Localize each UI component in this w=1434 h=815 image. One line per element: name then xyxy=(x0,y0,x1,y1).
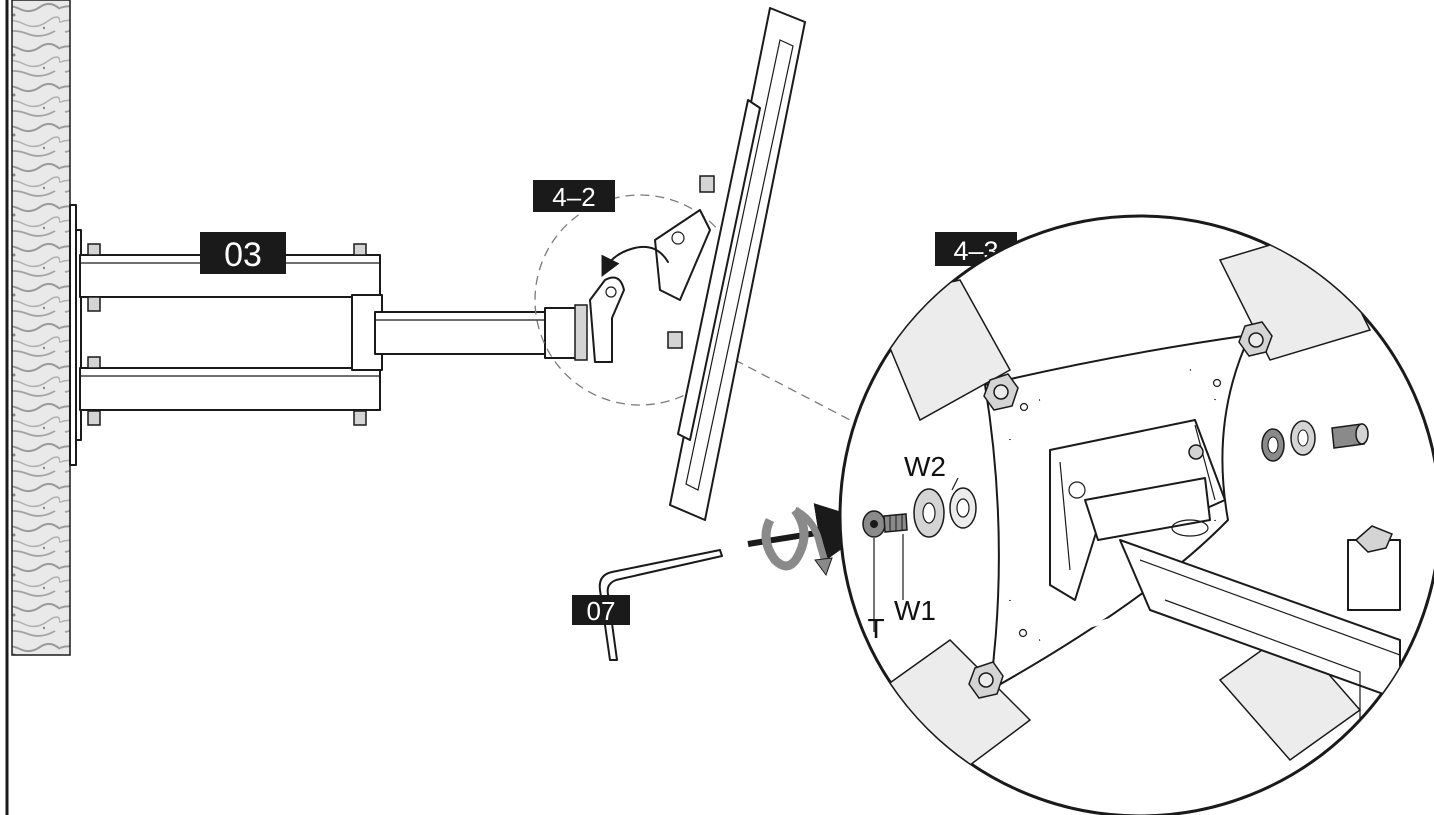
wall-panel xyxy=(11,0,71,656)
tag-arm-03: 03 xyxy=(200,232,286,274)
tag-arm-label: 03 xyxy=(224,236,262,274)
detail-leader-line xyxy=(734,359,851,421)
tag-allen-key-07: 07 xyxy=(572,595,630,626)
tilt-arrow-icon xyxy=(601,246,669,277)
label-washer-w2: W2 xyxy=(904,451,946,482)
nut-icon xyxy=(968,321,1273,699)
allen-key-icon xyxy=(598,549,723,661)
label-screw-t: T xyxy=(867,613,884,644)
tag-step-4-2-label: 4–2 xyxy=(552,182,595,212)
detail-circle-4-3 xyxy=(838,214,1434,815)
tilt-bracket xyxy=(544,276,625,363)
tag-step-4-2: 4–2 xyxy=(533,180,615,212)
tag-allen-key-label: 07 xyxy=(587,596,616,626)
tv-panel xyxy=(654,7,806,521)
label-washer-w1: W1 xyxy=(894,595,936,626)
arm-bolt-icon xyxy=(87,243,367,426)
washer-icon xyxy=(913,487,977,538)
bolt-icon xyxy=(862,510,908,538)
swing-arm xyxy=(79,243,551,426)
leader-w2 xyxy=(951,477,959,491)
wall-plate xyxy=(69,204,82,466)
rotate-arrow-icon xyxy=(747,503,878,577)
